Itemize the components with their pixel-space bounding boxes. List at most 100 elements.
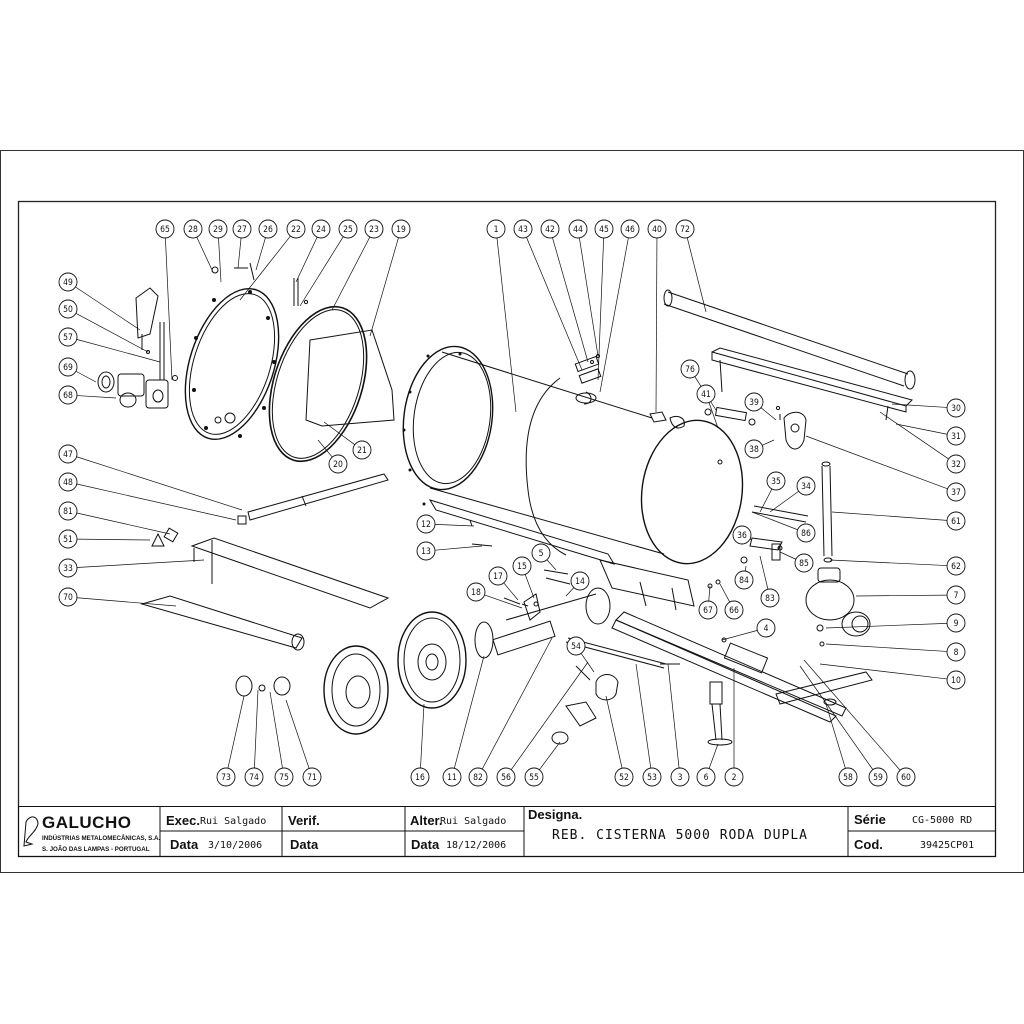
callout-leader-43 — [526, 237, 583, 371]
callout-bubble — [670, 767, 690, 787]
callout-51: 51 — [58, 529, 78, 549]
callout-number: 31 — [951, 432, 961, 442]
callout-20: 20 — [328, 454, 348, 474]
callout-leader-49 — [75, 286, 141, 331]
rear-bumper-70 — [140, 595, 305, 651]
callout-number: 51 — [63, 535, 73, 545]
callout-number: 19 — [396, 225, 406, 235]
callout-leader-40 — [655, 237, 658, 413]
callout-bubble — [364, 219, 384, 239]
callout-bubble — [946, 556, 966, 576]
vertical-pipe-61 — [821, 461, 833, 563]
wheel-inner — [323, 645, 389, 735]
callout-number: 45 — [599, 225, 609, 235]
rooster-logo-icon — [23, 816, 39, 847]
brand-line1: INDÚSTRIAS METALOMECÂNICAS, S.A. — [42, 835, 160, 842]
callout-leader-5 — [546, 559, 557, 571]
callout-number: 26 — [263, 225, 273, 235]
callout-44: 44 — [568, 219, 588, 239]
callout-58: 58 — [838, 767, 858, 787]
callout-leader-39 — [760, 407, 777, 421]
callout-number: 67 — [703, 606, 713, 616]
callout-number: 82 — [473, 773, 483, 783]
callout-23: 23 — [364, 219, 384, 239]
callout-leader-83 — [759, 555, 769, 590]
callout-number: 1 — [494, 225, 499, 235]
callout-leader-25 — [299, 236, 344, 307]
callout-number: 57 — [63, 333, 73, 343]
callout-bubble — [258, 219, 278, 239]
callout-number: 48 — [63, 478, 73, 488]
callout-leader-18 — [484, 594, 523, 609]
callout-leader-7 — [855, 594, 948, 597]
callout-75: 75 — [274, 767, 294, 787]
callout-bubble — [58, 327, 78, 347]
callout-number: 33 — [63, 564, 73, 574]
serie-label: Série — [854, 812, 886, 827]
callout-number: 5 — [539, 549, 544, 559]
callout-bubble — [796, 476, 816, 496]
callout-leader-44 — [579, 237, 599, 357]
callout-number: 2 — [732, 773, 737, 783]
callout-46: 46 — [620, 219, 640, 239]
door-cover-plate — [305, 329, 395, 427]
callout-leader-34 — [769, 490, 799, 513]
callout-leader-21 — [323, 421, 355, 445]
alter-label: Alter. — [410, 813, 443, 828]
callout-leader-13 — [434, 545, 483, 551]
callout-leader-56 — [510, 661, 589, 770]
callout-leader-3 — [667, 663, 680, 769]
callout-15: 15 — [512, 556, 532, 576]
drawing-area — [97, 262, 916, 746]
callout-bubble — [756, 618, 776, 638]
callout-leader-14 — [565, 587, 575, 597]
callout-37: 37 — [946, 482, 966, 502]
callout-bubble — [696, 384, 716, 404]
callout-70: 70 — [58, 587, 78, 607]
callout-leader-58 — [825, 703, 846, 769]
callout-84: 84 — [734, 570, 754, 590]
callout-leader-11 — [453, 655, 485, 769]
callout-86: 86 — [796, 523, 816, 543]
axle-assembly — [474, 577, 611, 659]
callout-bubble — [566, 636, 586, 656]
callout-36: 36 — [732, 525, 752, 545]
callout-60: 60 — [896, 767, 916, 787]
callout-7: 7 — [946, 585, 966, 605]
callout-leader-4 — [721, 630, 758, 641]
callout-leader-9 — [825, 622, 948, 629]
callout-53: 53 — [642, 767, 662, 787]
callout-leader-53 — [635, 663, 652, 769]
callout-72: 72 — [675, 219, 695, 239]
callout-bubble — [512, 556, 532, 576]
callout-number: 32 — [951, 460, 961, 470]
brand-line2: S. JOÃO DAS LAMPAS - PORTUGAL — [42, 846, 150, 853]
callout-leader-19 — [369, 237, 399, 337]
callout-leader-72 — [686, 237, 707, 313]
manhole-cover — [574, 354, 602, 384]
callout-bubble — [675, 219, 695, 239]
callout-21: 21 — [352, 440, 372, 460]
callout-number: 27 — [237, 225, 247, 235]
callout-bubble — [570, 571, 590, 591]
callout-66: 66 — [724, 600, 744, 620]
callout-leader-70 — [76, 597, 177, 607]
callout-number: 43 — [518, 225, 528, 235]
tank — [402, 345, 744, 565]
callout-number: 37 — [951, 488, 961, 498]
callout-bubble — [724, 767, 744, 787]
callout-bubble — [488, 566, 508, 586]
callout-number: 70 — [63, 593, 73, 603]
callout-43: 43 — [513, 219, 533, 239]
callout-number: 18 — [471, 588, 481, 598]
callout-leader-20 — [317, 439, 333, 458]
callout-number: 49 — [63, 278, 73, 288]
callout-leader-6 — [708, 743, 719, 769]
callout-leader-57 — [76, 339, 161, 363]
callout-number: 35 — [771, 477, 781, 487]
callout-bubble — [744, 439, 764, 459]
support-leg-6 — [707, 681, 733, 746]
callout-13: 13 — [416, 541, 436, 561]
callout-leader-85 — [779, 551, 796, 560]
callout-11: 11 — [442, 767, 462, 787]
